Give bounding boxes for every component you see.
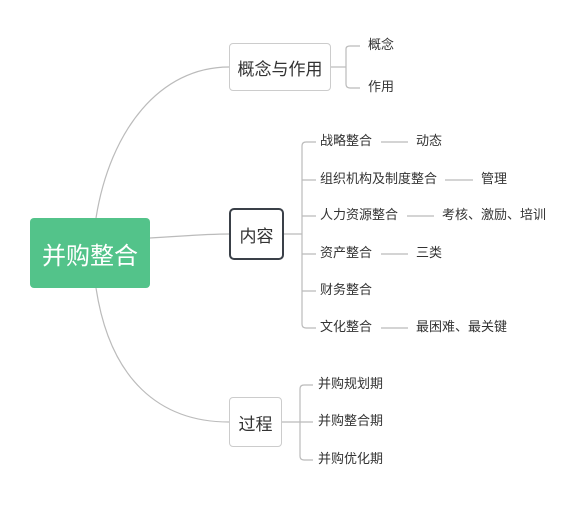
leaf-culture-detail[interactable]: 最困难、最关键 xyxy=(416,320,508,335)
leaf-strategy-detail[interactable]: 动态 xyxy=(416,134,443,149)
connector-content-bracket xyxy=(301,141,316,329)
connector-root-content xyxy=(149,233,230,239)
leaf-asset-integration[interactable]: 资产整合 xyxy=(320,246,373,261)
branch-label-concept: 概念与作用 xyxy=(237,59,323,80)
leaf-concept-definition[interactable]: 概念 xyxy=(368,38,395,53)
leaf-finance-integration[interactable]: 财务整合 xyxy=(320,283,373,298)
leaf-organization-detail[interactable]: 管理 xyxy=(481,172,508,187)
leaf-process-planning[interactable]: 并购规划期 xyxy=(318,377,384,392)
leaf-hr-integration[interactable]: 人力资源整合 xyxy=(320,208,399,223)
leaf-asset-detail[interactable]: 三类 xyxy=(416,246,443,261)
root-node-label: 并购整合 xyxy=(42,241,138,270)
branch-node-process[interactable]: 过程 xyxy=(229,397,282,447)
branch-node-concept[interactable]: 概念与作用 xyxy=(229,43,331,91)
branch-label-process: 过程 xyxy=(238,414,273,435)
connector-process-bracket xyxy=(299,384,313,461)
leaf-process-integration[interactable]: 并购整合期 xyxy=(318,414,384,429)
branch-label-content: 内容 xyxy=(239,226,274,247)
leaf-culture-integration[interactable]: 文化整合 xyxy=(320,320,373,335)
root-node[interactable]: 并购整合 xyxy=(30,218,150,288)
connector-root-process xyxy=(95,287,230,423)
leaf-strategy-integration[interactable]: 战略整合 xyxy=(320,134,373,149)
connector-root-concept xyxy=(95,66,230,219)
connector-concept-bracket xyxy=(345,45,360,89)
leaf-process-optimization[interactable]: 并购优化期 xyxy=(318,452,384,467)
branch-node-content[interactable]: 内容 xyxy=(229,208,284,260)
leaf-concept-function[interactable]: 作用 xyxy=(368,80,395,95)
leaf-organization-integration[interactable]: 组织机构及制度整合 xyxy=(320,172,438,187)
leaf-hr-detail[interactable]: 考核、激励、培训 xyxy=(442,208,547,223)
